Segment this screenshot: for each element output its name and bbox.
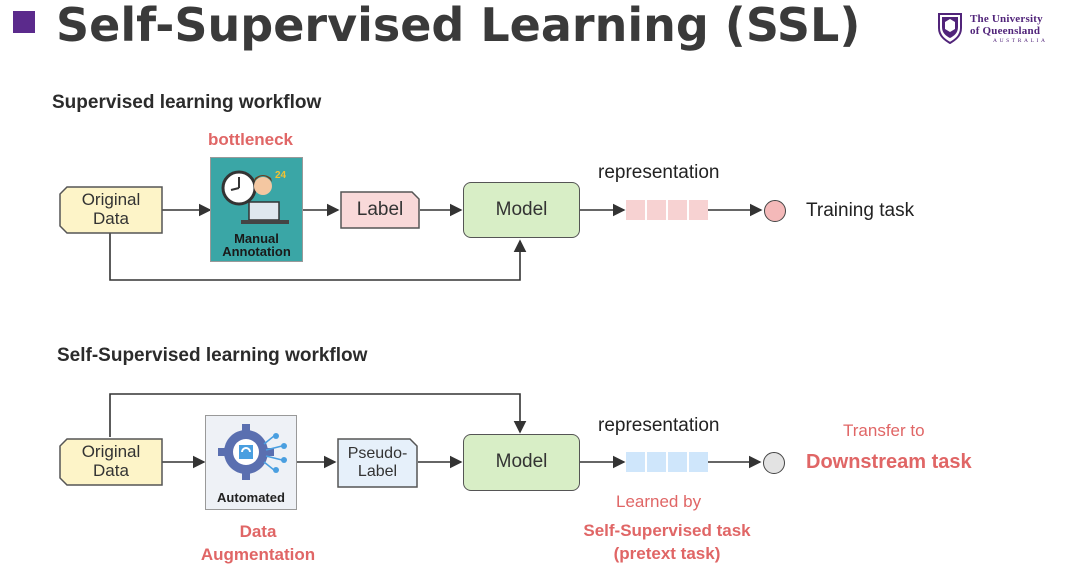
ssl-heading: Self-Supervised learning workflow: [57, 345, 368, 366]
pretext-task-label: Self-Supervised task (pretext task): [567, 519, 767, 565]
original-data-box: Original Data: [59, 186, 163, 234]
output-node-icon: [764, 200, 786, 222]
vector-cell: [647, 452, 666, 472]
manual-annotation-icon: 24: [221, 170, 289, 224]
pseudo-label-box-outline: [337, 438, 418, 488]
pretext-task-line-1: Self-Supervised task: [583, 521, 751, 540]
data-augmentation-label: Data Augmentation: [193, 520, 323, 566]
ssl-representation-vector: [626, 452, 708, 472]
learned-by-label: Learned by: [616, 492, 702, 511]
label-box-outline: [340, 191, 420, 229]
page-title: Self-Supervised Learning (SSL): [56, 0, 861, 52]
original-data-box-outline: [59, 186, 163, 234]
annotation-caption-line-1: Manual: [234, 230, 279, 246]
ssl-model-box: Model: [463, 434, 580, 491]
ssl-original-data-box-outline: [59, 438, 163, 486]
automated-caption: Automated: [217, 490, 285, 505]
arrow-data-top-to-model: [109, 393, 527, 437]
pseudo-label-box: Pseudo- Label: [337, 438, 418, 488]
pseudo-label-line-1: Pseudo-: [347, 445, 408, 463]
svg-text:24: 24: [275, 170, 287, 181]
downstream-task-label: Downstream task: [806, 451, 972, 473]
logo-line-3: AUSTRALIA: [993, 38, 1048, 44]
original-data-line-2: Data: [93, 209, 129, 228]
supervised-heading: Supervised learning workflow: [52, 92, 322, 113]
ssl-representation-label: representation: [598, 415, 720, 436]
supervised-representation-vector: [626, 200, 708, 220]
data-augmentation-line-1: Data: [239, 522, 277, 541]
logo-line-2: of Queensland: [970, 25, 1041, 37]
original-data-line-1: Original: [81, 190, 141, 210]
vector-cell: [689, 200, 708, 220]
label-box: Label: [356, 198, 404, 220]
annotation-caption: Manual Annotation: [211, 232, 302, 259]
manual-annotation-tile: 24 Manual Annotation: [210, 157, 303, 262]
uq-logo: The University of Queensland AUSTRALIA: [937, 12, 1067, 48]
pseudo-label-line-2: Label: [357, 463, 398, 480]
ssl-original-data-line-2: Data: [93, 461, 129, 480]
ssl-original-data-line-1: Original: [81, 442, 141, 462]
vector-cell: [626, 200, 645, 220]
vector-cell: [689, 452, 708, 472]
ssl-original-data-box: Original Data: [59, 438, 163, 486]
training-task-label: Training task: [806, 200, 915, 221]
vector-cell: [647, 200, 666, 220]
annotation-caption-line-2: Annotation: [222, 244, 291, 260]
arrow-data-bypass-to-model: [109, 233, 527, 281]
supervised-model-box: Model: [463, 182, 580, 238]
supervised-representation-label: representation: [598, 162, 720, 183]
ssl-output-node-icon: [763, 452, 785, 474]
logo-line-1: The University: [970, 13, 1043, 25]
automated-gear-icon: [218, 424, 287, 480]
uq-crest-icon: [938, 13, 962, 44]
automated-tile: Automated: [205, 415, 297, 510]
square-bullet-icon: [13, 11, 35, 33]
vector-cell: [626, 452, 645, 472]
data-augmentation-line-2: Augmentation: [200, 545, 316, 564]
pretext-task-line-2: (pretext task): [613, 544, 721, 563]
bottleneck-label: bottleneck: [208, 130, 294, 149]
vector-cell: [668, 452, 687, 472]
transfer-to-label: Transfer to: [843, 421, 925, 440]
vector-cell: [668, 200, 687, 220]
